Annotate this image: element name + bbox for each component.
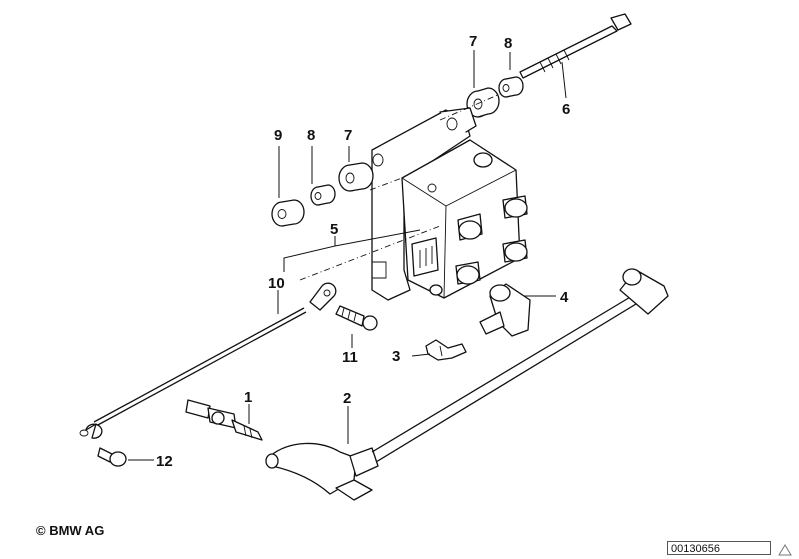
copyright-label: © BMW AG <box>36 523 105 538</box>
spacer-sleeve-part-8-lower <box>310 184 336 206</box>
spark-plug-connector-part-4 <box>479 283 531 337</box>
callout-7-upper: 7 <box>469 33 477 50</box>
ignition-coil-assembly <box>371 107 528 301</box>
spacer-sleeve-part-8-upper <box>498 76 524 98</box>
rubber-bushing-part-7-lower <box>338 162 374 192</box>
document-number: 00130656 <box>667 541 771 555</box>
callout-11: 11 <box>342 349 358 366</box>
coil-tower <box>457 213 483 241</box>
terminal-clip-part-3 <box>425 339 467 361</box>
connector-plug <box>411 237 439 277</box>
alignment-line <box>369 177 403 191</box>
bolt-part-6 <box>519 13 632 79</box>
coil-tower <box>502 239 528 263</box>
callout-6: 6 <box>562 101 570 118</box>
callout-4: 4 <box>560 289 569 306</box>
callout-3: 3 <box>392 348 400 365</box>
callout-1: 1 <box>244 389 252 406</box>
callout-10: 10 <box>268 275 285 292</box>
coil-tower <box>473 152 493 168</box>
bolt-part-12 <box>97 447 127 467</box>
ground-cable-part-10 <box>79 282 337 439</box>
callout-5: 5 <box>330 221 338 238</box>
screw-part-11 <box>335 305 378 331</box>
nut-part-9 <box>271 199 305 227</box>
callout-9: 9 <box>274 127 282 144</box>
rubber-bushing-part-7-upper <box>466 87 500 118</box>
callout-8-upper: 8 <box>504 35 512 52</box>
callout-12: 12 <box>156 453 173 470</box>
callout-8-lower: 8 <box>307 127 315 144</box>
coil-tower <box>455 261 481 285</box>
sensor-part-1 <box>185 399 263 441</box>
callout-7-lower: 7 <box>344 127 352 144</box>
alignment-line <box>439 93 501 121</box>
ignition-lead-part-2 <box>265 268 669 501</box>
coil-tower <box>502 195 528 219</box>
callout-2: 2 <box>343 390 351 407</box>
leader-lines <box>128 50 567 461</box>
triangle-icon <box>778 544 792 556</box>
